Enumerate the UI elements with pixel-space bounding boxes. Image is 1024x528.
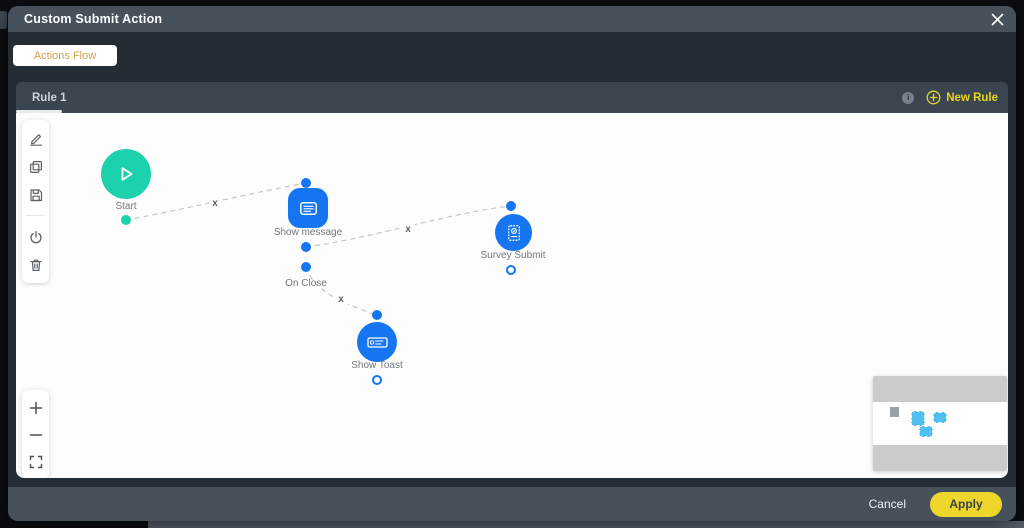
close-icon (991, 13, 1003, 25)
survey-icon (507, 224, 520, 241)
zoom-out-icon (29, 433, 42, 436)
node-tools-panel (22, 120, 49, 283)
zoom-out-button[interactable] (26, 425, 45, 444)
port-showmessage-in[interactable] (301, 178, 311, 188)
edit-icon (29, 133, 42, 146)
toast-icon (366, 336, 388, 348)
rule-tab-label: Rule 1 (32, 91, 67, 104)
minimap-node-show-message (911, 411, 925, 426)
cancel-button[interactable]: Cancel (868, 497, 906, 511)
port-on-close-label: On Close (285, 278, 327, 289)
flow-canvas[interactable]: x x x Start Show message On Close (16, 113, 1008, 478)
apply-button[interactable]: Apply (930, 491, 1002, 517)
port-showtoast-in[interactable] (372, 310, 382, 320)
connection-delete-marker[interactable]: x (405, 224, 411, 235)
port-onclose-out[interactable] (301, 262, 311, 272)
tab-actions-flow[interactable]: Actions Flow (13, 45, 117, 66)
connection-delete-marker[interactable]: x (212, 198, 218, 209)
port-showmessage-out[interactable] (301, 242, 311, 252)
modal-footer: Cancel Apply (8, 487, 1016, 521)
tab-area: Actions Flow (8, 32, 1016, 82)
port-surveysubmit-out-empty[interactable] (506, 265, 516, 275)
new-rule-label: New Rule (946, 91, 998, 104)
connection-onclose-showtoast (305, 266, 378, 316)
minimap[interactable] (873, 376, 1007, 471)
marker-bg (209, 196, 222, 209)
copy-icon (29, 160, 42, 173)
info-icon[interactable]: i (902, 91, 915, 104)
minimap-node-start (890, 407, 899, 417)
rule-bar: Rule 1 i New Rule (16, 82, 1008, 113)
delete-button[interactable] (26, 255, 45, 274)
connection-delete-marker[interactable]: x (338, 294, 344, 305)
port-surveysubmit-in[interactable] (506, 201, 516, 211)
flow-connections: x x x (121, 178, 516, 385)
modal-header: Custom Submit Action (8, 6, 1016, 32)
background-page-strip (148, 521, 1024, 528)
copy-button[interactable] (26, 157, 45, 176)
node-start[interactable] (101, 149, 151, 199)
power-icon (29, 230, 42, 243)
custom-submit-action-modal: Custom Submit Action Actions Flow Rule 1… (8, 6, 1016, 521)
port-showtoast-out-empty[interactable] (372, 375, 382, 385)
marker-bg (335, 292, 348, 305)
play-icon (121, 167, 133, 181)
minimap-node-show-toast (919, 426, 933, 437)
node-survey-submit[interactable] (495, 214, 532, 251)
background-page-notch (0, 11, 7, 29)
node-show-message[interactable] (288, 188, 328, 228)
fit-screen-icon (29, 455, 42, 468)
zoom-in-icon (29, 401, 42, 414)
tool-divider (26, 215, 45, 216)
node-start-label: Start (115, 201, 137, 212)
close-button[interactable] (988, 10, 1006, 28)
message-icon (299, 201, 317, 215)
minimap-node-survey-submit (933, 412, 947, 423)
zoom-in-button[interactable] (26, 398, 45, 417)
rule-tab-active-underline (16, 110, 62, 113)
marker-bg (402, 222, 415, 235)
power-button[interactable] (26, 227, 45, 246)
trash-icon (30, 259, 41, 271)
node-show-toast[interactable] (357, 322, 397, 362)
tab-rule-1[interactable]: Rule 1 (16, 82, 83, 113)
plus-circle-icon (926, 90, 941, 105)
zoom-panel (22, 390, 49, 478)
node-show-message-label: Show message (273, 227, 343, 238)
fit-screen-button[interactable] (26, 452, 45, 471)
save-icon (29, 188, 42, 201)
modal-title: Custom Submit Action (24, 12, 163, 26)
save-button[interactable] (26, 185, 45, 204)
edit-button[interactable] (26, 129, 45, 148)
new-rule-button[interactable]: New Rule (926, 90, 998, 105)
node-survey-submit-label: Survey Submit (480, 250, 546, 261)
port-start-out[interactable] (121, 215, 131, 225)
node-show-toast-label: Show Toast (351, 360, 403, 371)
